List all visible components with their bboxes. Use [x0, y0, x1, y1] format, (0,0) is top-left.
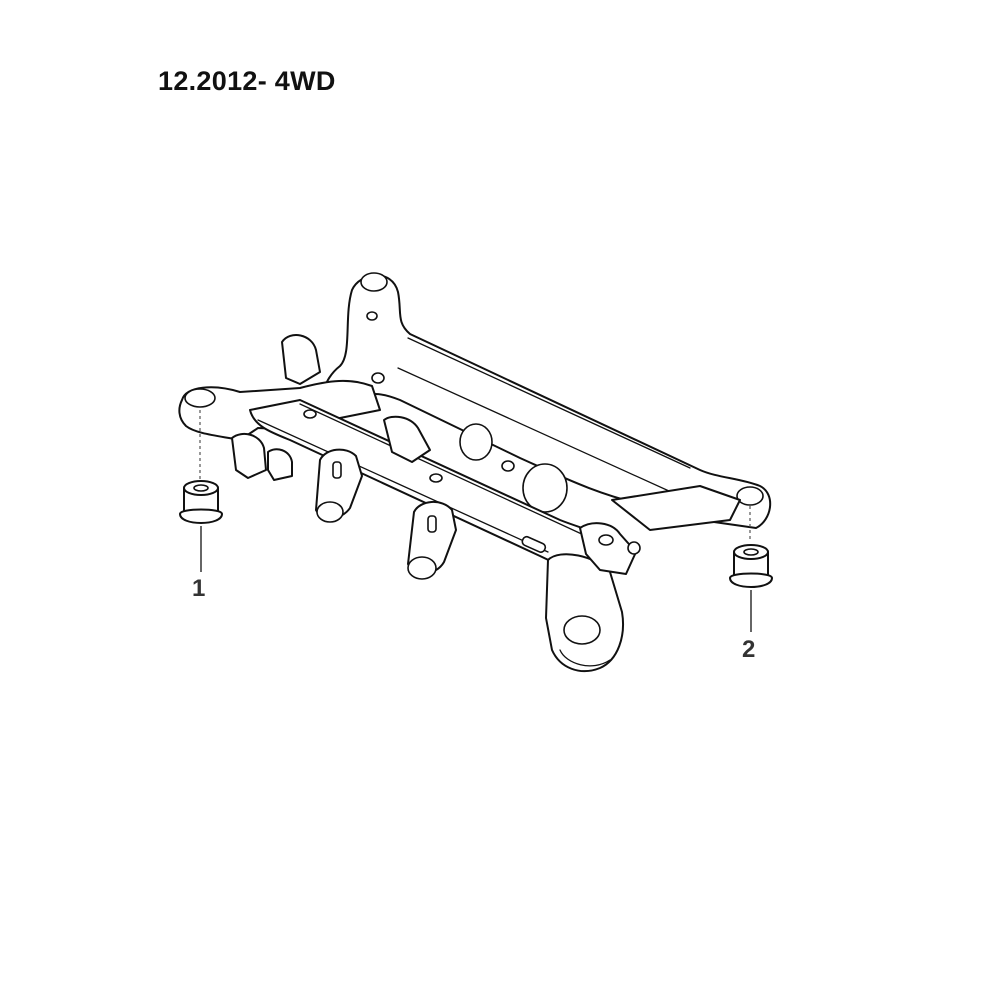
rear-crossmember — [322, 272, 771, 529]
arm-bracket-right — [407, 501, 457, 580]
callout-1: 1 — [192, 575, 206, 602]
callout-2: 2 — [742, 636, 756, 663]
right-side-rail — [545, 485, 741, 673]
bushing-2 — [729, 506, 773, 632]
bushing-1 — [179, 410, 223, 572]
left-side-rail — [178, 334, 381, 481]
diagram-title: 12.2012- 4WD — [158, 66, 336, 96]
arm-bracket-left — [315, 448, 363, 523]
